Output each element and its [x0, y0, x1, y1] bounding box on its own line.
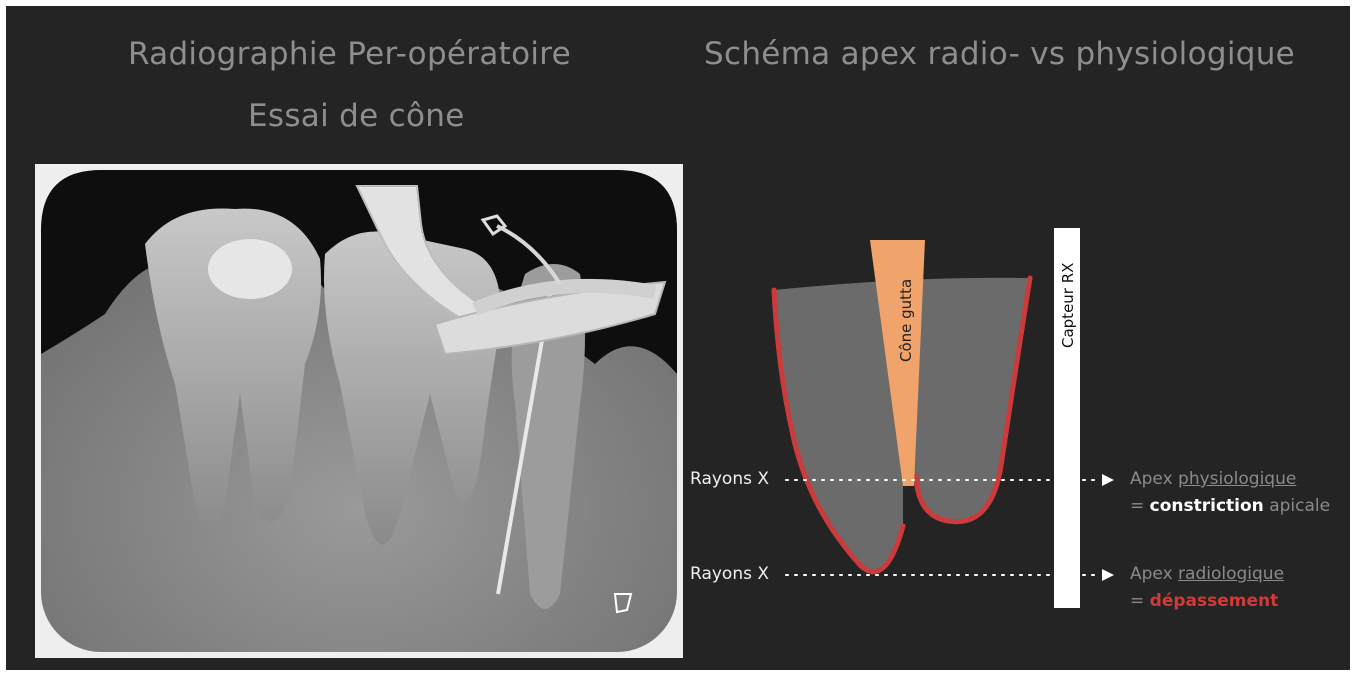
- ray-label-1: Rayons X: [690, 469, 769, 489]
- apex-radio-desc: = dépassement: [1130, 591, 1278, 611]
- apex-radio-bold: dépassement: [1150, 591, 1279, 611]
- apex-radio-term: radiologique: [1178, 564, 1284, 584]
- sensor-label: Capteur RX: [1059, 263, 1077, 348]
- apex-radio-prefix: Apex: [1130, 564, 1178, 584]
- apex-radio-label: Apex radiologique: [1130, 564, 1284, 584]
- slide: Radiographie Per-opératoire Essai de côn…: [6, 6, 1350, 670]
- apex-physio-term: physiologique: [1178, 469, 1296, 489]
- ray-label-2: Rayons X: [690, 564, 769, 584]
- apex-physio-eq: =: [1130, 496, 1150, 516]
- triangle-right-icon: [1102, 474, 1114, 486]
- apex-radio-eq: =: [1130, 591, 1150, 611]
- apex-physio-bold: constriction: [1150, 496, 1264, 516]
- apex-physio-suffix: apicale: [1264, 496, 1330, 516]
- apex-physio-prefix: Apex: [1130, 469, 1178, 489]
- apex-physio-label: Apex physiologique: [1130, 469, 1296, 489]
- apex-physio-desc: = constriction apicale: [1130, 496, 1330, 516]
- cone-label: Cône gutta: [897, 279, 915, 362]
- triangle-right-icon: [1102, 569, 1114, 581]
